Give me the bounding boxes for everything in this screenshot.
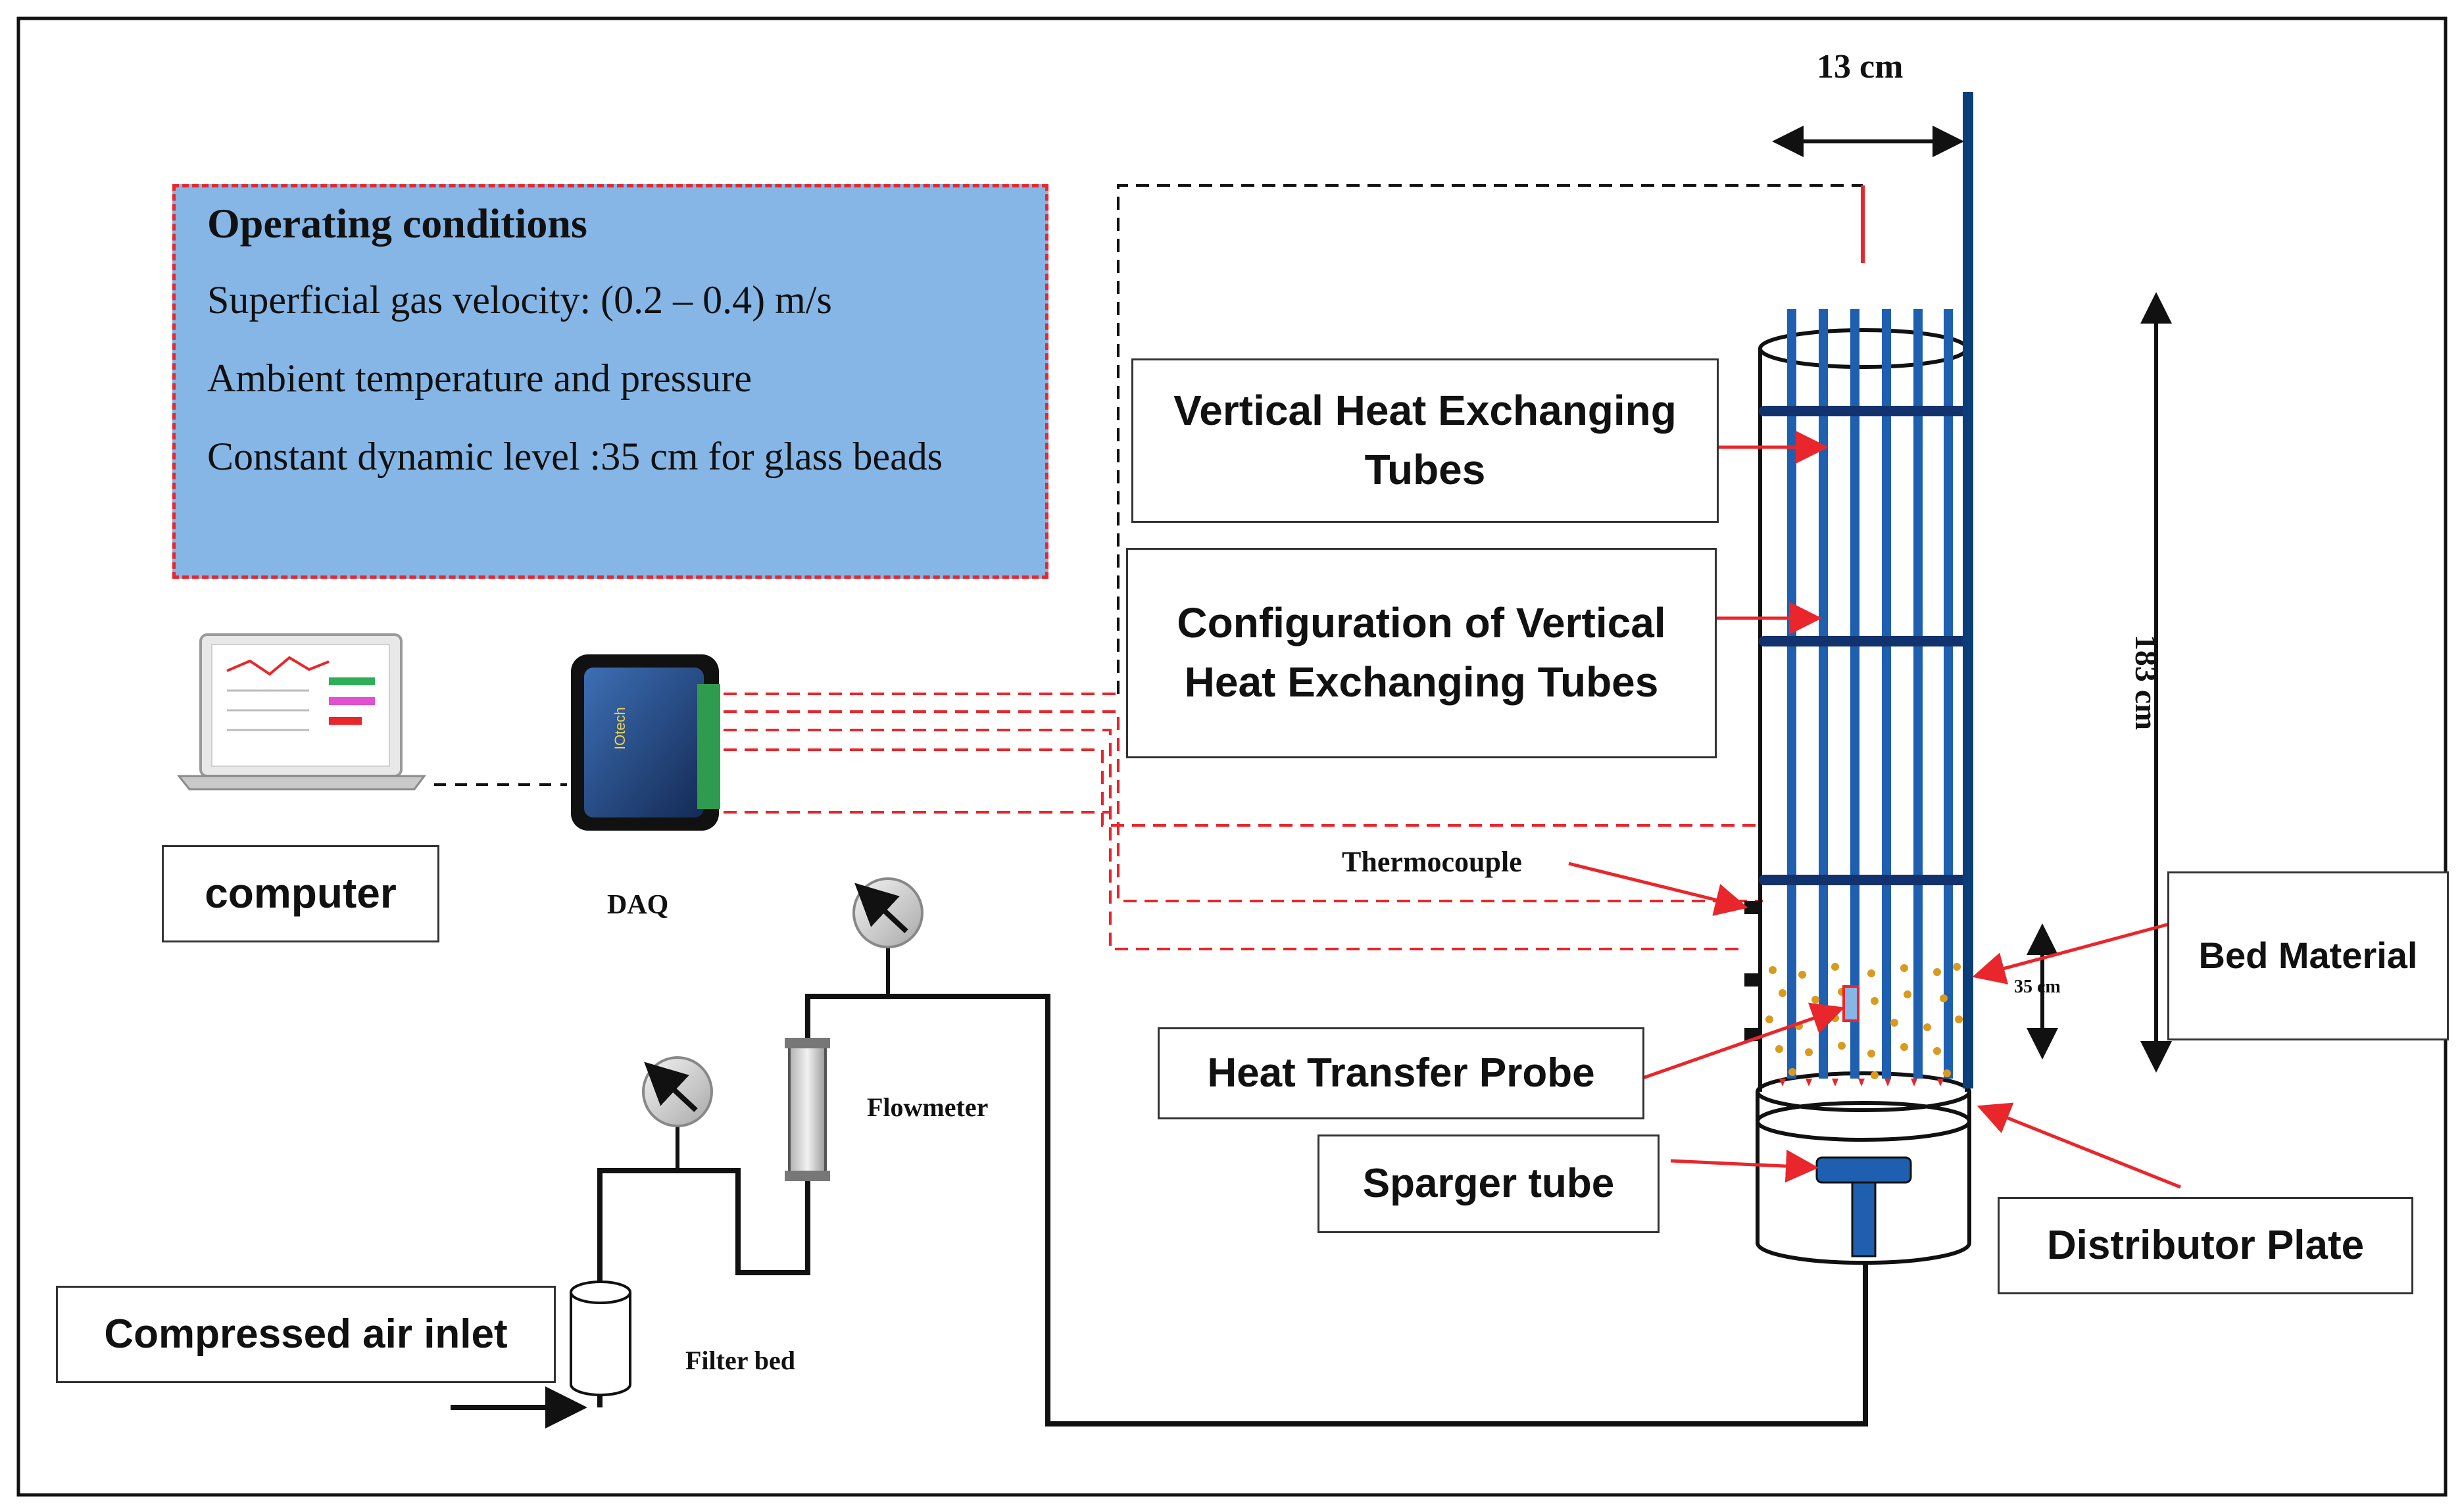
probe-signal-line	[1117, 184, 1863, 694]
signal-lines	[724, 693, 1763, 950]
label-bed-height-dimension: 35 cm	[2014, 977, 2061, 997]
label-sparger-tube: Sparger tube	[1317, 1134, 1660, 1233]
label-distributor-plate: Distributor Plate	[1998, 1197, 2413, 1294]
laptop-icon	[176, 633, 426, 791]
svg-text:IOtech: IOtech	[612, 707, 628, 750]
condition-ambient: Ambient temperature and pressure	[207, 356, 752, 400]
label-width-dimension: 13 cm	[1817, 48, 1904, 85]
pressure-gauge-icon	[642, 1056, 713, 1172]
filter-icon	[570, 1280, 631, 1396]
pressure-gauge-icon	[852, 877, 923, 996]
daq-device-icon: IOtech	[571, 654, 720, 831]
condition-velocity: Superficial gas velocity: (0.2 – 0.4) m/…	[207, 278, 832, 322]
label-heat-transfer-probe: Heat Transfer Probe	[1158, 1027, 1644, 1119]
label-filter-bed: Filter bed	[685, 1346, 796, 1375]
label-bed-material: Bed Material	[2167, 871, 2449, 1040]
label-flowmeter: Flowmeter	[867, 1092, 989, 1122]
label-pointers	[1568, 431, 2181, 1189]
operating-conditions-title: Operating conditions	[207, 200, 587, 247]
fluidized-bed-column	[1744, 309, 1971, 1265]
label-vertical-tubes: Vertical Heat Exchanging Tubes	[1131, 358, 1719, 523]
label-daq: DAQ	[607, 890, 669, 920]
air-piping	[597, 994, 1868, 1427]
label-compressed-air-inlet: Compressed air inlet	[56, 1286, 556, 1383]
label-height-dimension: 183 cm	[2129, 634, 2164, 731]
operating-conditions-box: Operating conditions Superficial gas vel…	[172, 184, 1048, 579]
condition-dynamic-level: Constant dynamic level :35 cm for glass …	[207, 435, 943, 478]
outer-frame	[16, 16, 2448, 1497]
label-configuration: Configuration of Vertical Heat Exchangin…	[1126, 548, 1717, 758]
label-thermocouple: Thermocouple	[1342, 846, 1522, 878]
flowmeter-icon	[785, 1038, 830, 1181]
label-computer: computer	[162, 845, 439, 942]
